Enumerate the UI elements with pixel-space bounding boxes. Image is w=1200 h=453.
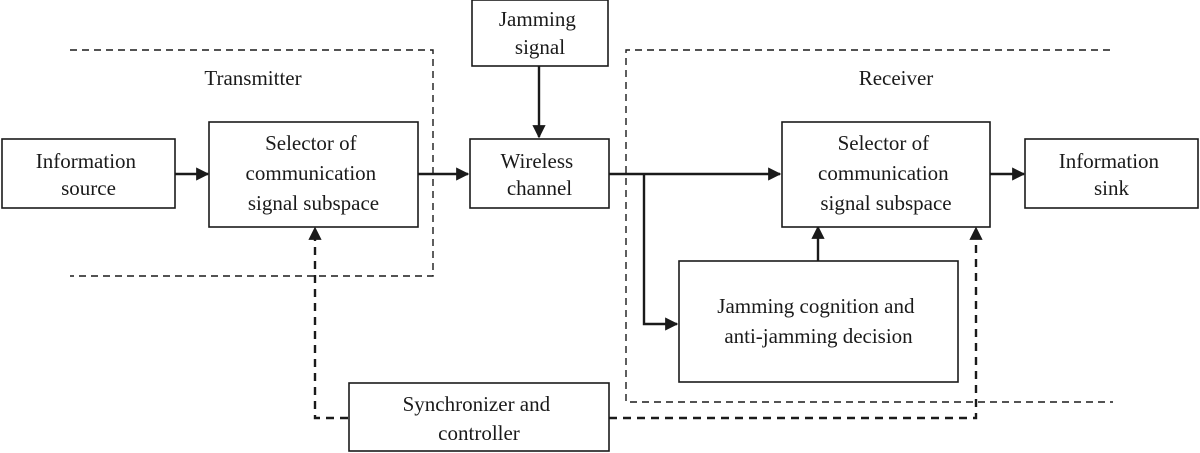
control-arrows: [308, 226, 983, 420]
transmitter-region: Transmitter: [70, 49, 434, 277]
rx-selector-block: Selector of communication signal subspac…: [781, 121, 991, 228]
jamming-cognition-block: Jamming cognition and anti-jamming decis…: [678, 260, 959, 383]
jamming-signal-line-2: signal: [515, 35, 565, 59]
tx-selector-line-3: signal subspace: [248, 191, 379, 215]
tx-selector-line-2: communication: [246, 161, 377, 185]
svg-text:Selector of communicatio: Selector of communication signal subspac…: [246, 131, 382, 215]
dashed-arrow-to-rx-selector: [609, 226, 983, 420]
synchronizer-line-2: controller: [438, 421, 520, 445]
svg-text:Information source: Information source: [36, 149, 142, 200]
svg-text:Jamming cognition and an: Jamming cognition and anti-jamming decis…: [717, 294, 919, 348]
arrow-channel-to-cognition: [642, 174, 679, 331]
wireless-channel-line-1: Wireless: [501, 149, 574, 173]
synchronizer-line-1: Synchronizer and: [403, 392, 551, 416]
svg-text:Selector of communicatio: Selector of communication signal subspac…: [818, 131, 954, 215]
information-source-line-2: source: [61, 176, 116, 200]
rx-selector-line-3: signal subspace: [820, 191, 951, 215]
tx-selector-line-1: Selector of: [265, 131, 357, 155]
synchronizer-block: Synchronizer and controller: [348, 382, 610, 452]
tx-selector-block: Selector of communication signal subspac…: [208, 121, 419, 228]
rx-selector-line-2: communication: [818, 161, 949, 185]
information-sink-line-2: sink: [1094, 176, 1130, 200]
svg-text:Jamming signal: Jamming signal: [499, 7, 581, 59]
jamming-cognition-line-1: Jamming cognition and: [717, 294, 915, 318]
svg-text:Synchronizer and control: Synchronizer and controller: [403, 392, 556, 445]
information-sink-block: Information sink: [1024, 138, 1199, 209]
information-sink-line-1: Information: [1059, 149, 1160, 173]
jamming-cognition-line-2: anti-jamming decision: [724, 324, 913, 348]
wireless-channel-line-2: channel: [507, 176, 572, 200]
svg-text:Wireless channel: Wireless channel: [501, 149, 579, 200]
information-source-block: Information source: [1, 138, 176, 209]
receiver-label: Receiver: [859, 66, 934, 90]
jamming-signal-line-1: Jamming: [499, 7, 576, 31]
information-source-line-1: Information: [36, 149, 137, 173]
dashed-arrow-to-tx-selector: [308, 226, 348, 420]
jamming-signal-block: Jamming signal: [471, 0, 609, 67]
wireless-channel-block: Wireless channel: [469, 138, 610, 209]
signal-flow-arrows: [175, 66, 1026, 331]
rx-selector-line-1: Selector of: [838, 131, 930, 155]
transmitter-label: Transmitter: [204, 66, 301, 90]
receiver-region: Receiver: [625, 49, 1113, 403]
svg-text:Information sink: Information sink: [1059, 149, 1165, 200]
